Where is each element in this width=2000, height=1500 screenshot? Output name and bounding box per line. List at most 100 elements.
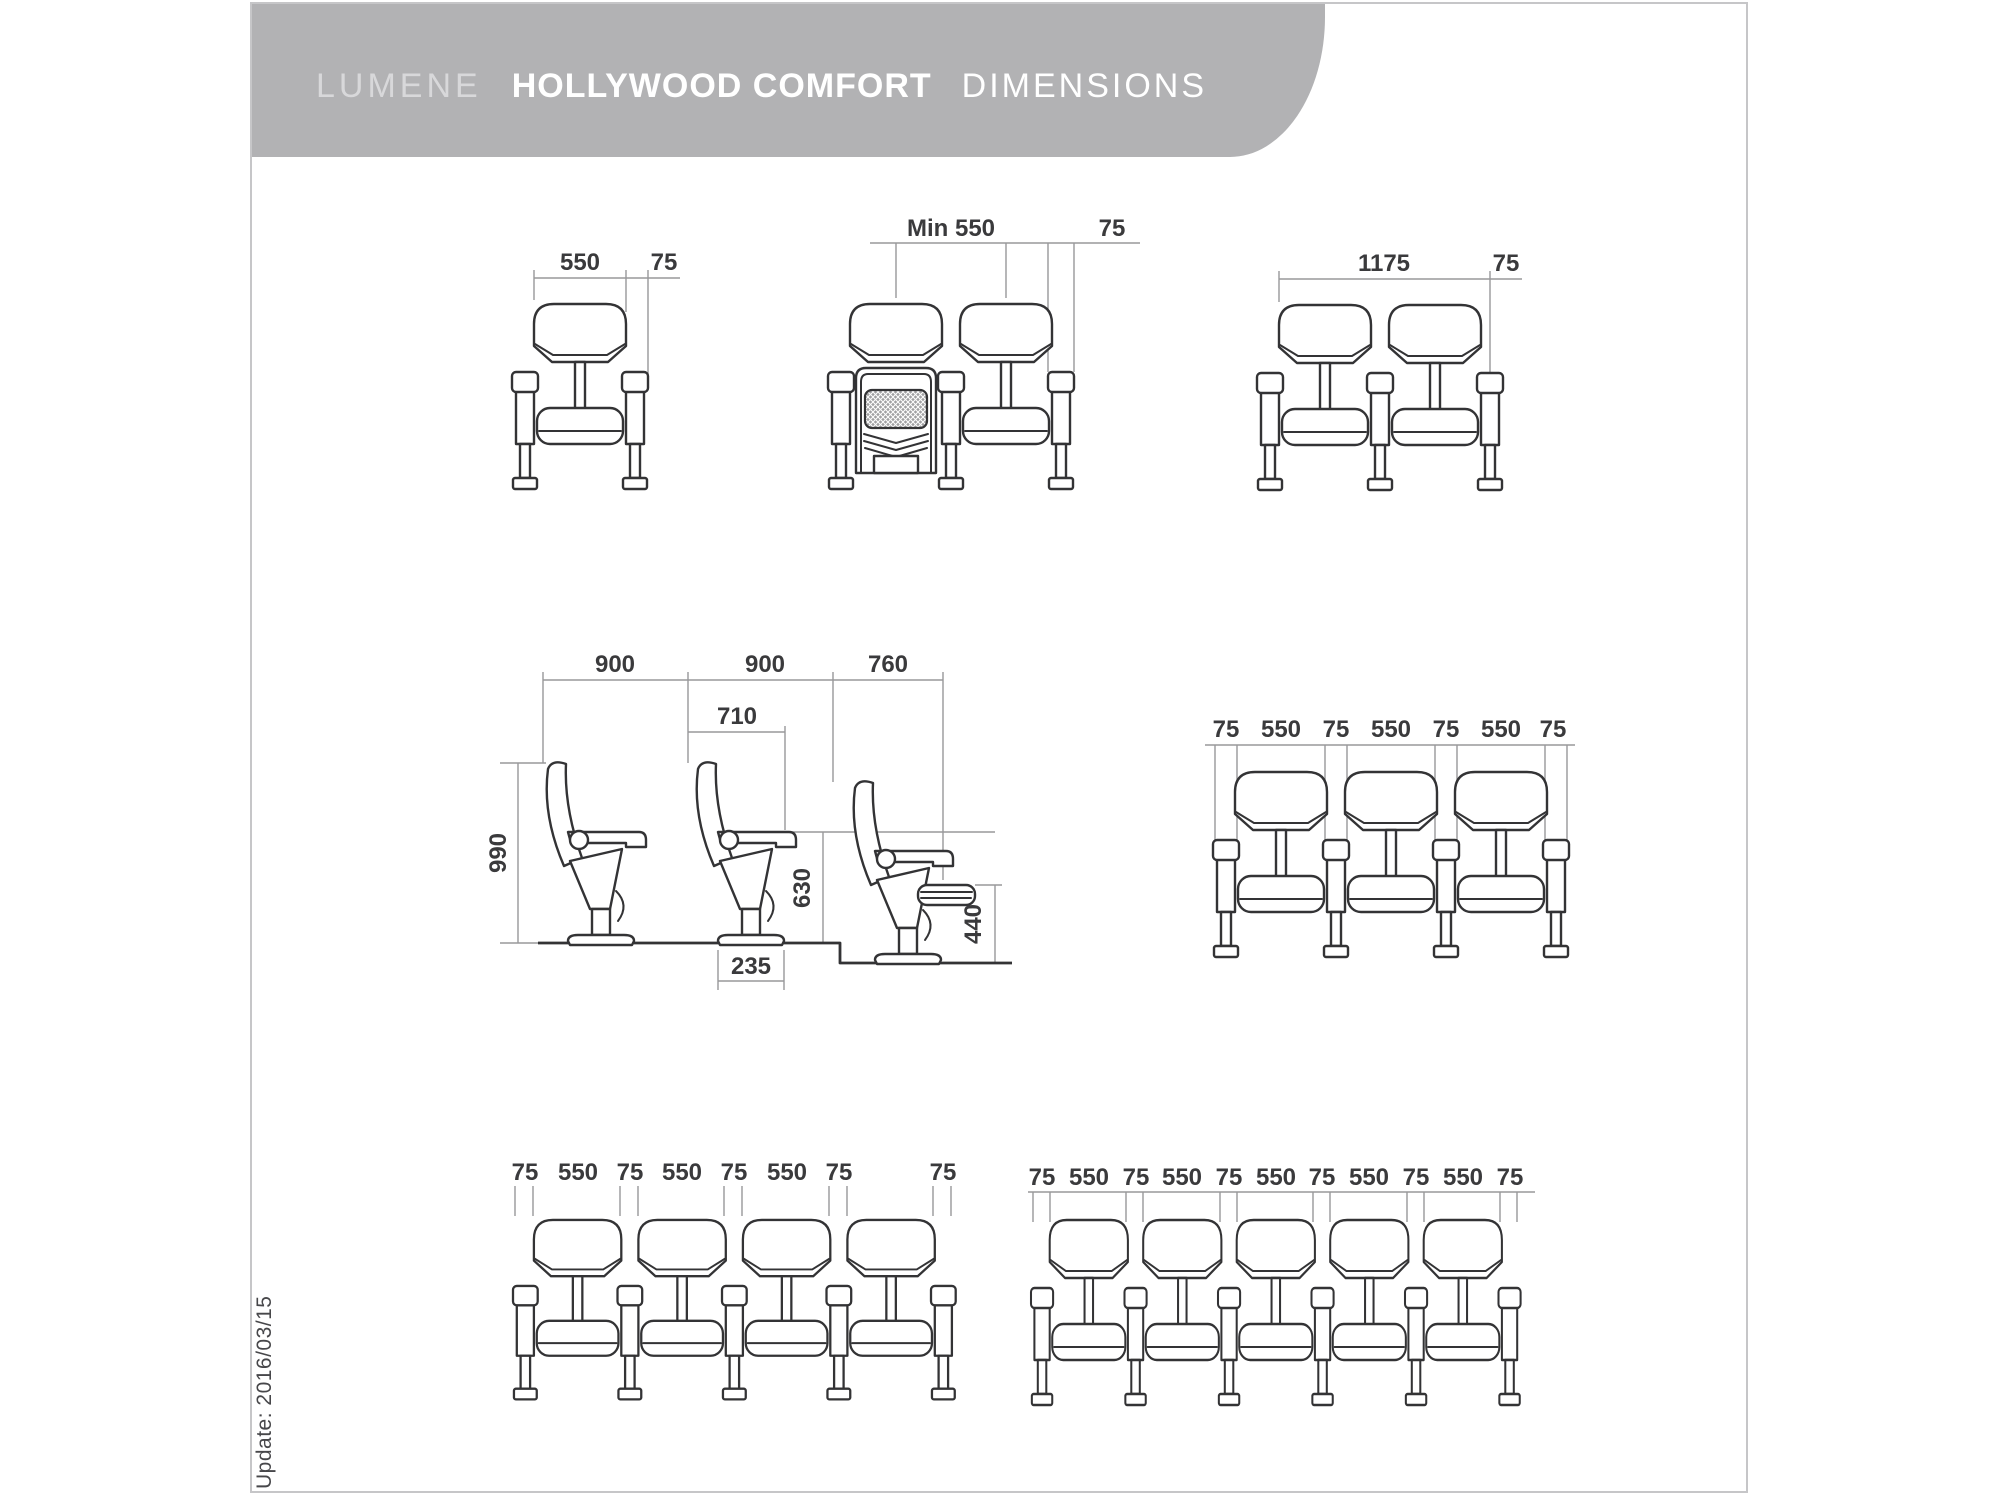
seat-front — [743, 1220, 830, 1356]
armrest-leg — [720, 1284, 748, 1401]
seat-drawing — [510, 304, 650, 491]
armrest-leg — [510, 370, 540, 491]
seat-front — [1455, 772, 1547, 912]
armrest-leg — [825, 1284, 853, 1401]
armrest-leg — [1403, 1286, 1429, 1407]
armrest-leg — [1255, 371, 1285, 492]
dim-label: 550 — [1162, 1164, 1202, 1191]
dim-label-total-width: 1175 — [1358, 250, 1410, 277]
seat-side-view — [545, 761, 648, 947]
seat-front — [1143, 1220, 1221, 1360]
seat-front — [1235, 772, 1327, 912]
dim-label: 75 — [1323, 716, 1350, 743]
armrest-leg — [936, 370, 966, 491]
armrest-leg — [616, 1284, 644, 1401]
seat-side-view — [695, 761, 798, 947]
seat-front — [1345, 772, 1437, 912]
dim-label: 75 — [1403, 1164, 1430, 1191]
dim-label: 75 — [1029, 1164, 1056, 1191]
dim-label: 550 — [1443, 1164, 1483, 1191]
armrest-leg — [1029, 1286, 1055, 1407]
product-name: HOLLYWOOD COMFORT — [511, 67, 932, 105]
dim-label: 550 — [1261, 716, 1301, 743]
dim-label-row-spacing: 760 — [868, 651, 908, 678]
dim-label-armrest-height: 630 — [789, 868, 816, 908]
dim-label-seat-height: 440 — [960, 904, 987, 944]
seat-front — [638, 1220, 725, 1356]
dim-label: 75 — [512, 1159, 539, 1186]
row-of-4-front-view: 75 550 75 550 75 550 75 75 — [511, 1159, 957, 1401]
seat-front — [534, 304, 626, 444]
double-seat-front-view: 1175 75 — [1255, 250, 1522, 492]
seat-drawing — [1029, 1220, 1522, 1407]
dim-label-row-spacing: 900 — [745, 651, 785, 678]
seat-front — [1237, 1220, 1315, 1360]
dim-label: 75 — [721, 1159, 748, 1186]
dim-label: 550 — [1371, 716, 1411, 743]
armrest-leg — [1216, 1286, 1242, 1407]
dim-label-base-width: 235 — [731, 953, 771, 980]
dim-label: 75 — [1540, 716, 1567, 743]
dim-label: 75 — [1433, 716, 1460, 743]
double-seat-speaker-front-view: Min 550 75 — [826, 215, 1140, 491]
dim-label: 75 — [1213, 716, 1240, 743]
dim-label: 75 — [1497, 1164, 1524, 1191]
side-view-diagram: 900 900 760 710 990 630 440 235 — [485, 651, 1012, 990]
armrest-leg — [1123, 1286, 1148, 1407]
dim-label: 75 — [1216, 1164, 1243, 1191]
dim-label: 75 — [826, 1159, 853, 1186]
seat-front — [960, 304, 1052, 444]
seat-front — [847, 1220, 934, 1356]
dim-label: 550 — [662, 1159, 702, 1186]
dim-label-armrest-width: 75 — [651, 249, 678, 276]
dim-label-depth: 710 — [717, 703, 757, 730]
armrest-leg — [1365, 371, 1395, 492]
sheet-section-title: DIMENSIONS — [961, 67, 1207, 105]
seat-drawing — [1255, 305, 1505, 492]
armrest-leg — [929, 1284, 957, 1401]
seat-front — [534, 1220, 621, 1356]
armrest-leg — [1046, 370, 1076, 491]
dim-label: 75 — [1123, 1164, 1150, 1191]
armrest-leg — [826, 370, 856, 491]
brand-name: LUMENE — [316, 67, 482, 105]
armrest-leg — [1321, 838, 1351, 959]
single-seat-front-view: 550 75 — [510, 249, 680, 491]
dim-label: 75 — [617, 1159, 644, 1186]
armrest-leg — [1310, 1286, 1335, 1407]
row-of-5-front-view: 75 550 75 550 75 550 75 550 75 550 75 — [1028, 1164, 1535, 1407]
dim-label-min-spacing: Min 550 — [907, 215, 995, 242]
armrest-leg — [1541, 838, 1571, 959]
dim-label-armrest-width: 75 — [1099, 215, 1126, 242]
seat-front — [1279, 305, 1371, 445]
armrest-leg — [1497, 1286, 1522, 1407]
seat-drawing — [511, 1220, 957, 1401]
armrest-leg — [1211, 838, 1241, 959]
dim-label-overall-height: 990 — [485, 833, 512, 873]
title-banner: LUMENE HOLLYWOOD COMFORT DIMENSIONS — [252, 4, 1325, 157]
armrest-leg — [1475, 371, 1505, 492]
dim-label: 550 — [1349, 1164, 1389, 1191]
dim-label: 550 — [1256, 1164, 1296, 1191]
seat-drawing — [1211, 772, 1571, 959]
dim-label: 550 — [767, 1159, 807, 1186]
dim-label: 75 — [1309, 1164, 1336, 1191]
row-of-3-front-view: 75 550 75 550 75 550 75 — [1205, 716, 1575, 959]
seat-front — [1050, 1220, 1128, 1360]
seat-front — [1330, 1220, 1408, 1360]
dim-label: 75 — [930, 1159, 957, 1186]
dim-label: 550 — [1069, 1164, 1109, 1191]
dim-label: 550 — [1481, 716, 1521, 743]
armrest-leg — [511, 1284, 539, 1401]
armrest-leg — [620, 370, 650, 491]
seat-side-view-open — [854, 781, 975, 964]
dim-label-seat-width: 550 — [560, 249, 600, 276]
seat-drawing — [826, 304, 1076, 491]
sheet-page: LUMENE HOLLYWOOD COMFORT DIMENSIONS — [250, 2, 1748, 1493]
seat-speaker-front — [850, 304, 942, 473]
seat-front — [1424, 1220, 1502, 1360]
dim-label-row-spacing: 900 — [595, 651, 635, 678]
armrest-leg — [1431, 838, 1461, 959]
dim-label: 550 — [558, 1159, 598, 1186]
